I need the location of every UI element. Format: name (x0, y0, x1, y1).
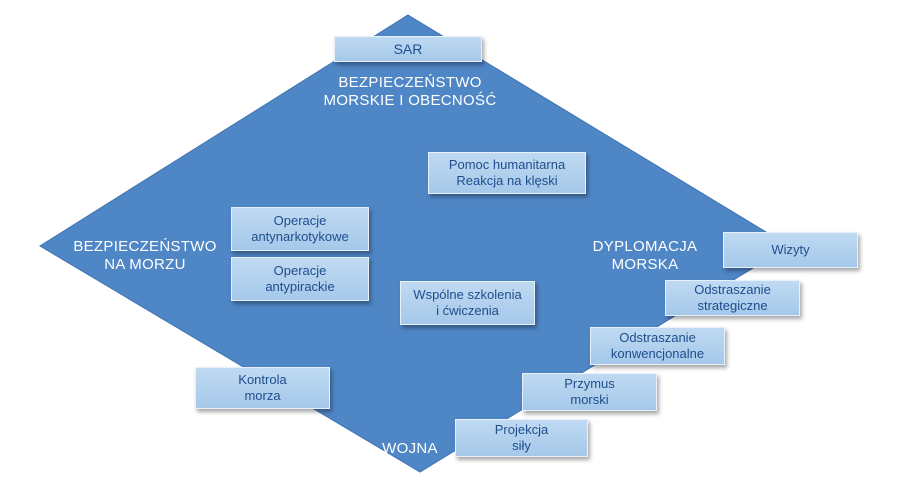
corner-label-top: BEZPIECZEŃSTWO MORSKIE I OBECNOŚĆ (300, 74, 520, 110)
box-power-projection-line-2: siły (512, 438, 531, 453)
box-sea-control-line-2: morza (244, 388, 281, 403)
box-sar: SAR (334, 36, 482, 62)
box-joint-training: Wspólne szkolenia i ćwiczenia (400, 281, 535, 325)
box-counter-piracy-line-2: antypirackie (265, 279, 335, 294)
corner-label-top-line-2: MORSKIE I OBECNOŚĆ (323, 92, 497, 109)
corner-label-right-line-2: MORSKA (611, 256, 679, 273)
box-strategic-deterrence-line-1: Odstraszanie (694, 282, 771, 297)
box-joint-training-line-2: i ćwiczenia (436, 303, 499, 318)
corner-label-left-line-2: NA MORZU (104, 256, 186, 273)
box-humanitarian-line-2: Reakcja na klęski (456, 173, 558, 188)
corner-label-top-line-1: BEZPIECZEŃSTWO (338, 74, 482, 91)
box-strategic-deterrence-line-2: strategiczne (697, 298, 768, 313)
box-joint-training-line-1: Wspólne szkolenia (413, 287, 522, 302)
box-visits-line-1: Wizyty (771, 242, 810, 257)
box-counter-narcotics-line-1: Operacje (273, 213, 327, 228)
box-counter-piracy-line-1: Operacje (273, 263, 327, 278)
box-humanitarian: Pomoc humanitarna Reakcja na klęski (428, 152, 586, 194)
box-sea-control: Kontrola morza (195, 367, 330, 409)
box-visits: Wizyty (723, 232, 858, 268)
corner-label-right: DYPLOMACJA MORSKA (570, 238, 720, 274)
corner-label-left-line-1: BEZPIECZEŃSTWO (73, 238, 217, 255)
box-counter-narcotics: Operacje antynarkotykowe (231, 207, 369, 251)
box-counter-narcotics-line-2: antynarkotykowe (251, 229, 349, 244)
box-conventional-deterrence: Odstraszanie konwencjonalne (590, 327, 725, 365)
box-humanitarian-line-1: Pomoc humanitarna (448, 157, 566, 172)
corner-label-right-line-1: DYPLOMACJA (592, 238, 698, 255)
corner-label-bottom: WOJNA (360, 440, 460, 458)
box-sea-control-line-1: Kontrola (238, 372, 287, 387)
box-power-projection-line-1: Projekcja (494, 422, 549, 437)
corner-label-left: BEZPIECZEŃSTWO NA MORZU (55, 238, 235, 274)
box-sar-line-1: SAR (393, 41, 423, 57)
box-maritime-coercion-line-1: Przymus (564, 376, 615, 391)
box-maritime-coercion: Przymus morski (522, 373, 657, 411)
box-power-projection: Projekcja siły (455, 419, 588, 457)
box-conventional-deterrence-line-2: konwencjonalne (610, 346, 705, 361)
box-counter-piracy: Operacje antypirackie (231, 257, 369, 301)
box-maritime-coercion-line-2: morski (570, 392, 609, 407)
corner-label-bottom-line-1: WOJNA (382, 440, 438, 457)
box-strategic-deterrence: Odstraszanie strategiczne (665, 280, 800, 316)
box-conventional-deterrence-line-1: Odstraszanie (619, 330, 696, 345)
